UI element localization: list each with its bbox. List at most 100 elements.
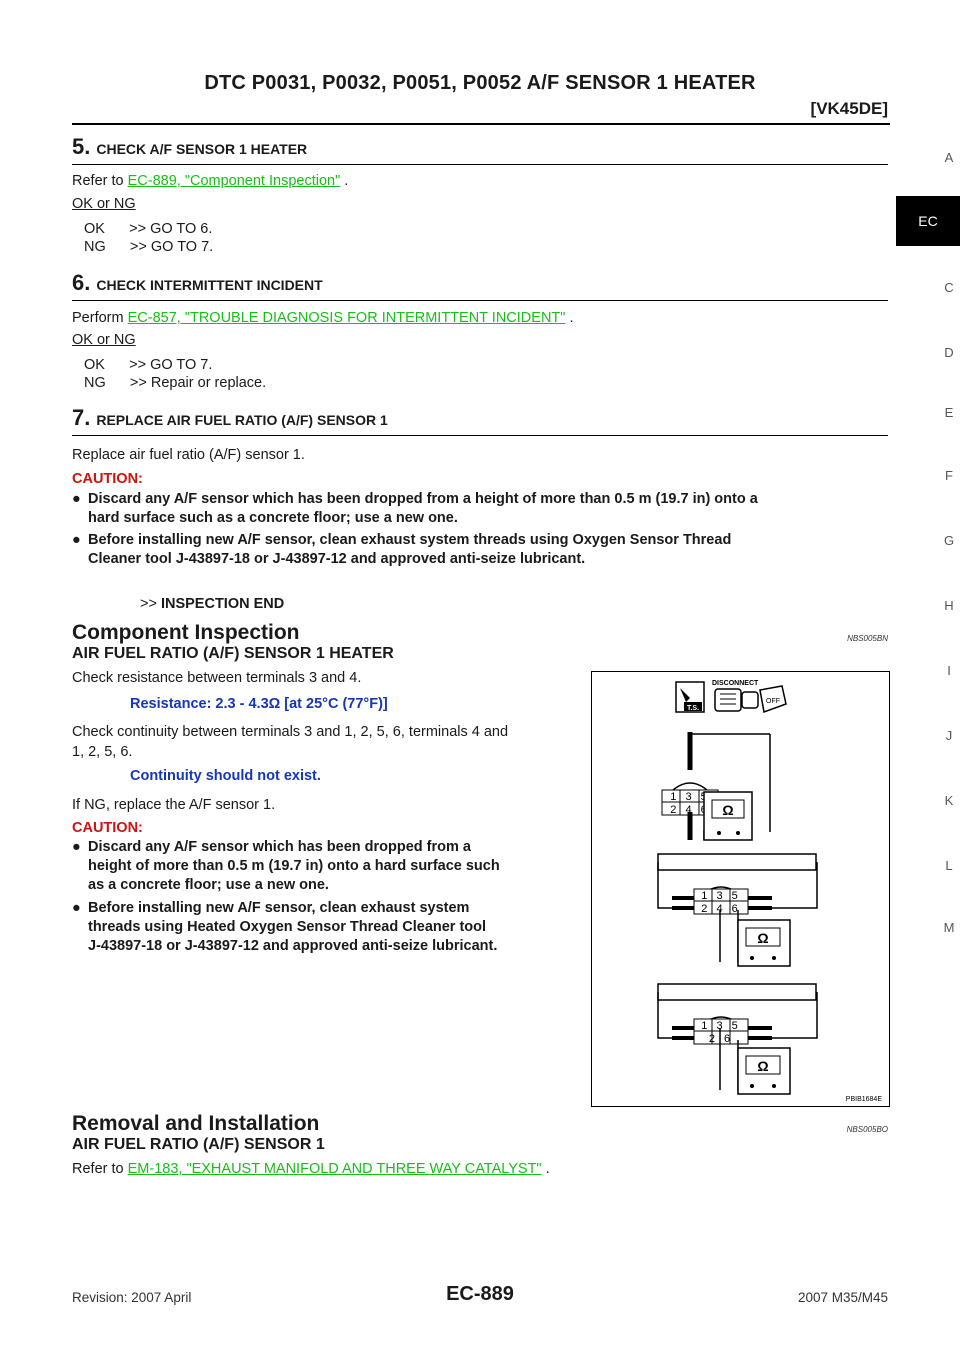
step-6-heading: 6. CHECK INTERMITTENT INCIDENT [72, 270, 888, 301]
side-index-a[interactable]: A [944, 150, 954, 165]
pin-row-bottom: 2 6 [709, 1033, 733, 1045]
resistance-spec: Resistance: 2.3 - 4.3Ω [at 25°C (77°F)] [130, 696, 388, 712]
bullet-line: as a concrete floor; use a new one. [88, 877, 329, 893]
bullet-line: Cleaner tool J-43897-18 or J-43897-12 an… [88, 551, 586, 567]
ohm-symbol: Ω [757, 1058, 768, 1074]
pin-row-top: 1 3 5 [701, 890, 740, 902]
pin-row-top: 1 3 5 [701, 1020, 740, 1032]
pin-row-top: 1 3 5 [670, 791, 709, 803]
bullet-line: Discard any A/F sensor which has been dr… [88, 839, 471, 855]
if-ng-text: If NG, replace the A/F sensor 1. [72, 797, 276, 813]
disconnect-label: DISCONNECT [712, 680, 759, 687]
pin-row-bottom: 2 4 6 [670, 804, 709, 816]
inspection-end: >> INSPECTION END [140, 596, 284, 612]
removal-title: Removal and Installation [72, 1112, 320, 1135]
refer-prefix: Refer to [72, 1161, 128, 1177]
footer-page-number: EC-889 [446, 1283, 514, 1305]
side-index-e[interactable]: E [944, 405, 954, 420]
removal-subtitle: AIR FUEL RATIO (A/F) SENSOR 1 [72, 1136, 325, 1153]
link-exhaust-manifold[interactable]: EM-183, "EXHAUST MANIFOLD AND THREE WAY … [127, 1161, 542, 1177]
step-title: CHECK A/F SENSOR 1 HEATER [96, 141, 308, 157]
end-label: INSPECTION END [160, 596, 285, 612]
side-index-ec-active[interactable]: EC [896, 196, 960, 246]
side-index-j[interactable]: J [945, 728, 953, 743]
continuity-line: Check continuity between terminals 3 and… [72, 724, 509, 740]
figure-code: PBIB1684E [846, 1096, 883, 1103]
bullet-line: Before installing new A/F sensor, clean … [88, 900, 470, 916]
bullet-line: Discard any A/F sensor which has been dr… [88, 491, 758, 507]
caution-label: CAUTION: [72, 820, 143, 836]
bullet-dot-icon: ● [72, 900, 81, 916]
step-title: CHECK INTERMITTENT INCIDENT [96, 277, 323, 293]
ohm-symbol: Ω [722, 802, 733, 818]
step-number: 7. [72, 405, 91, 430]
ng-result: NG >> Repair or replace. [84, 375, 267, 391]
side-index-k[interactable]: K [944, 793, 954, 808]
ok-or-ng-label: OK or NG [72, 332, 136, 348]
connector-diagram-2: 1 3 5 2 4 6 Ω [657, 853, 818, 967]
component-caution-bullet-1: ● Discard any A/F sensor which has been … [72, 838, 584, 895]
step-number: 5. [72, 134, 91, 159]
component-inspection-code: NBS005BN [847, 634, 888, 643]
ts-icon: T.S. [675, 681, 705, 713]
component-subtitle: AIR FUEL RATIO (A/F) SENSOR 1 HEATER [72, 645, 394, 662]
continuity-spec: Continuity should not exist. [130, 768, 321, 784]
step-title: REPLACE AIR FUEL RATIO (A/F) SENSOR 1 [96, 412, 388, 428]
page-title: DTC P0031, P0032, P0051, P0052 A/F SENSO… [204, 72, 756, 94]
ignition-off-icon: OFF [759, 685, 787, 714]
bullet-dot-icon: ● [72, 532, 81, 548]
bullet-dot-icon: ● [72, 491, 81, 507]
bullet-line: threads using Heated Oxygen Sensor Threa… [88, 919, 487, 935]
link-intermittent-incident[interactable]: EC-857, "TROUBLE DIAGNOSIS FOR INTERMITT… [127, 310, 566, 326]
bullet-line: Before installing new A/F sensor, clean … [88, 532, 732, 548]
removal-code: NBS005BO [846, 1125, 888, 1134]
check-resistance: Check resistance between terminals 3 and… [72, 670, 362, 686]
disconnect-connector-icon [714, 688, 759, 712]
refer-prefix: Refer to [72, 173, 128, 189]
component-inspection-title: Component Inspection [72, 621, 300, 644]
ohm-symbol: Ω [757, 930, 768, 946]
side-index-h[interactable]: H [944, 598, 954, 613]
engine-code: [VK45DE] [810, 99, 888, 118]
wiring-figure: T.S. DISCONNECT OFF 1 3 5 2 4 6 [591, 671, 890, 1107]
connector-diagram-3: 1 3 5 2 6 Ω [657, 983, 818, 1095]
ng-result: NG >> GO TO 7. [84, 239, 214, 255]
caution-bullet-2: ● Before installing new A/F sensor, clea… [72, 531, 888, 569]
caution-bullet-1: ● Discard any A/F sensor which has been … [72, 490, 888, 528]
continuity-line: 1, 2, 5, 6. [72, 744, 133, 760]
header-rule [72, 123, 890, 125]
footer-revision: Revision: 2007 April [72, 1290, 192, 1305]
step-number: 6. [72, 270, 91, 295]
side-index-l[interactable]: L [945, 858, 953, 873]
ok-or-ng-label: OK or NG [72, 196, 136, 212]
component-caution-bullet-2: ● Before installing new A/F sensor, clea… [72, 899, 584, 956]
link-component-inspection[interactable]: EC-889, "Component Inspection" [127, 173, 341, 189]
bullet-line: J-43897-18 or J-43897-12 and approved an… [88, 938, 498, 954]
removal-refer: Refer to EM-183, "EXHAUST MANIFOLD AND T… [72, 1161, 550, 1177]
side-index-m[interactable]: M [943, 920, 955, 935]
side-index-g[interactable]: G [943, 533, 955, 548]
caution-label: CAUTION: [72, 471, 143, 487]
step-7-heading: 7. REPLACE AIR FUEL RATIO (A/F) SENSOR 1 [72, 405, 888, 436]
bullet-dot-icon: ● [72, 839, 81, 855]
bullet-line: hard surface such as a concrete floor; u… [88, 510, 458, 526]
step-5-refer: Refer to EC-889, "Component Inspection" … [72, 173, 348, 189]
refer-suffix: . [565, 310, 574, 326]
check-continuity: Check continuity between terminals 3 and… [72, 722, 508, 762]
ts-label: T.S. [687, 705, 699, 712]
side-index-c[interactable]: C [944, 280, 954, 295]
footer-model: 2007 M35/M45 [797, 1290, 888, 1305]
wiring-diagram: T.S. DISCONNECT OFF 1 3 5 2 4 6 [657, 680, 883, 1103]
side-index-d[interactable]: D [944, 345, 954, 360]
end-prefix: >> [140, 596, 161, 612]
side-index-i[interactable]: I [947, 663, 951, 678]
step-7-text: Replace air fuel ratio (A/F) sensor 1. [72, 447, 305, 463]
refer-suffix: . [541, 1161, 550, 1177]
ok-result: OK >> GO TO 7. [84, 357, 213, 373]
ok-result: OK >> GO TO 6. [84, 221, 213, 237]
step-6-refer: Perform EC-857, "TROUBLE DIAGNOSIS FOR I… [72, 310, 573, 326]
step-5-heading: 5. CHECK A/F SENSOR 1 HEATER [72, 134, 888, 165]
bullet-line: height of more than 0.5 m (19.7 in) onto… [88, 858, 500, 874]
side-index-f[interactable]: F [945, 468, 953, 483]
connector-diagram-1: 1 3 5 2 4 6 Ω [661, 732, 771, 841]
